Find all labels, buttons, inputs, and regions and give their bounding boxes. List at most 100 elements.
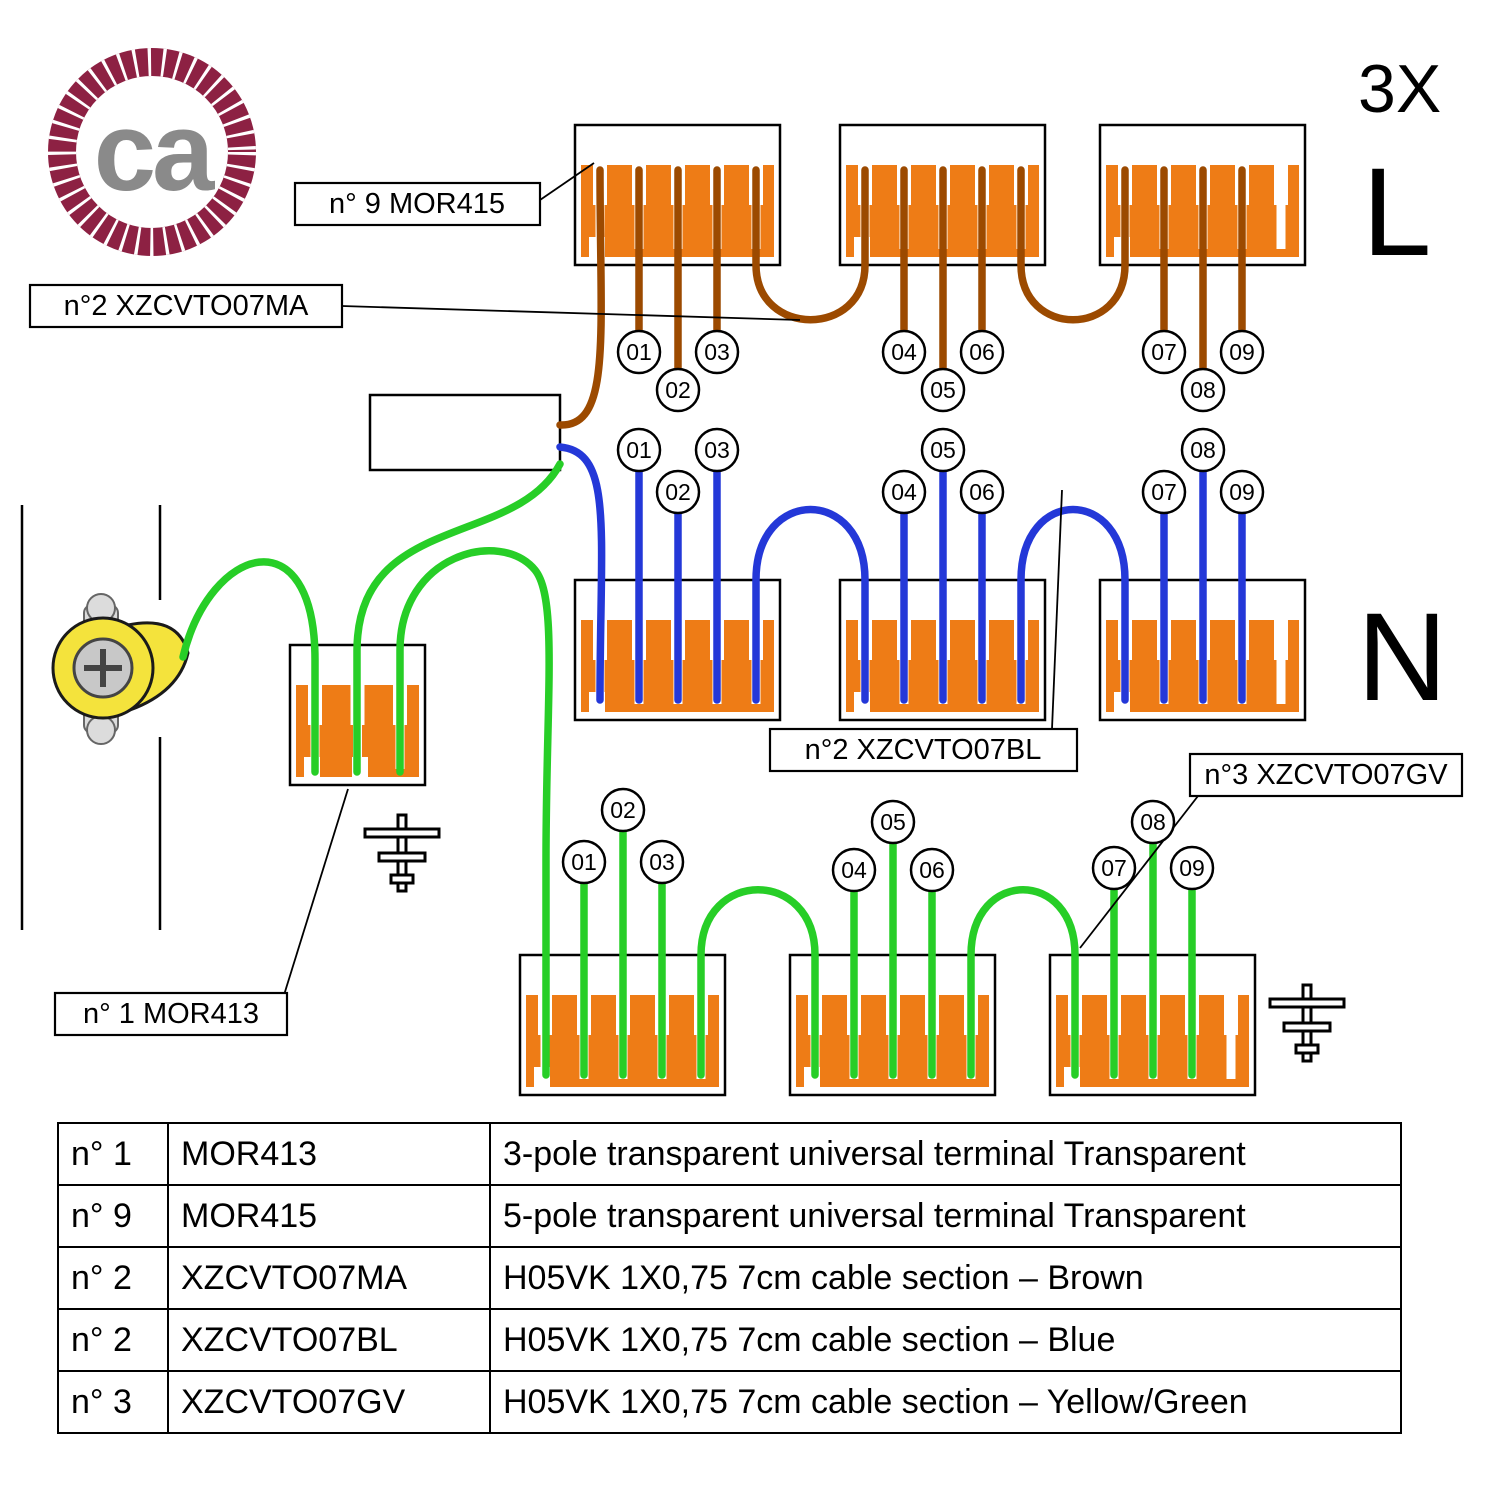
wire-number-text: 04: [891, 339, 917, 365]
wire-number-badge-N-3: 03: [694, 427, 740, 473]
label-mor413: n° 1 MOR413: [53, 991, 289, 1037]
table-cell-desc: H05VK 1X0,75 7cm cable section – Yellow/…: [489, 1370, 1402, 1434]
earth-symbol-icon: [1268, 983, 1346, 1063]
label-xzcvto07bl: n°2 XZCVTO07BL: [768, 727, 1079, 773]
wire-number-badge-L-3: 03: [694, 329, 740, 375]
wire-number-badge-E-9: 09: [1169, 845, 1215, 891]
earth-eyelet-terminal: [51, 593, 190, 745]
wire: [396, 547, 553, 1079]
wire-number-badge-E-3: 03: [639, 839, 685, 885]
wire-number-text: 02: [665, 377, 691, 403]
wire-number-text: 05: [930, 437, 956, 463]
wire-number-badge-N-9: 09: [1219, 469, 1265, 515]
wire-number-text: 05: [930, 377, 956, 403]
wire-number-badge-E-5: 05: [870, 799, 916, 845]
wire-number-text: 01: [626, 339, 652, 365]
wire-number-text: 09: [1179, 855, 1205, 881]
table-cell-code: XZCVTO07GV: [167, 1370, 491, 1434]
earth-symbol-icon: [363, 813, 441, 893]
wire-number-badge-N-6: 06: [959, 469, 1005, 515]
wire-number-text: 01: [626, 437, 652, 463]
multiplier-label: 3X: [1358, 51, 1441, 127]
table-cell-desc: 3-pole transparent universal terminal Tr…: [489, 1122, 1402, 1186]
wire-number-text: 09: [1229, 479, 1255, 505]
wire-number-text: 06: [969, 339, 995, 365]
label-xzcvto07gv: n°3 XZCVTO07GV: [1188, 752, 1464, 798]
wire-number-badge-L-4: 04: [881, 329, 927, 375]
label-xzcvto07ma: n°2 XZCVTO07MA: [28, 283, 344, 329]
wire-number-badge-N-7: 07: [1141, 469, 1187, 515]
circuit-annotations: 3X L N: [1357, 51, 1447, 727]
wire-number-text: 08: [1190, 377, 1216, 403]
wire-number-badge-L-7: 07: [1141, 329, 1187, 375]
wire-number-badge-E-4: 04: [831, 847, 877, 893]
label-mor415-text: n° 9 MOR415: [329, 188, 505, 220]
wire-number-badge-L-2: 02: [655, 367, 701, 413]
wire-number-text: 02: [665, 479, 691, 505]
label-xzcvto07bl-text: n°2 XZCVTO07BL: [805, 734, 1042, 766]
wire-number-badge-L-1: 01: [616, 329, 662, 375]
label-mor413-text: n° 1 MOR413: [83, 998, 259, 1030]
wire-number-text: 03: [704, 339, 730, 365]
wire: [353, 460, 564, 776]
wire: [556, 166, 605, 429]
wire-number-badge-E-7: 07: [1091, 845, 1137, 891]
wire: [967, 886, 1079, 1079]
wire-number-badge-E-8: 08: [1130, 799, 1176, 845]
table-cell-desc: 5-pole transparent universal terminal Tr…: [489, 1184, 1402, 1248]
table-cell-qty: n° 3: [57, 1370, 169, 1434]
wire-number-badge-N-4: 04: [881, 469, 927, 515]
screw-cross-icon: [84, 649, 122, 687]
logo-text: ca: [94, 89, 215, 214]
table-cell-qty: n° 9: [57, 1184, 169, 1248]
live-line-label: L: [1362, 143, 1432, 282]
wire-number-badge-L-6: 06: [959, 329, 1005, 375]
brand-logo: ca: [48, 48, 256, 256]
table-cell-qty: n° 1: [57, 1122, 169, 1186]
wire: [556, 443, 606, 704]
neutral-line-label: N: [1357, 588, 1447, 727]
wire-number-text: 08: [1140, 809, 1166, 835]
wire: [179, 558, 319, 776]
wire-number-text: 07: [1151, 339, 1177, 365]
label-xzcvto07ma-text: n°2 XZCVTO07MA: [64, 290, 309, 322]
wire-number-text: 05: [880, 809, 906, 835]
wire-number-badge-N-8: 08: [1180, 427, 1226, 473]
wire-number-text: 09: [1229, 339, 1255, 365]
feed-entry-box: [368, 393, 562, 472]
wire-number-badge-L-5: 05: [920, 367, 966, 413]
table-cell-code: MOR415: [167, 1184, 491, 1248]
wire-number-text: 07: [1101, 855, 1127, 881]
table-cell-code: XZCVTO07BL: [167, 1308, 491, 1372]
wire-number-text: 06: [919, 857, 945, 883]
wire: [1017, 505, 1129, 704]
label-mor415: n° 9 MOR415: [293, 181, 542, 227]
wire-number-text: 01: [571, 849, 597, 875]
wire-number-text: 03: [649, 849, 675, 875]
wire-number-badge-N-1: 01: [616, 427, 662, 473]
wire: [752, 505, 869, 704]
wire-number-text: 07: [1151, 479, 1177, 505]
wire-number-text: 04: [891, 479, 917, 505]
table-cell-qty: n° 2: [57, 1308, 169, 1372]
wire-number-badge-E-2: 02: [600, 787, 646, 833]
wire-number-text: 03: [704, 437, 730, 463]
wire-number-badge-N-2: 02: [655, 469, 701, 515]
wire-number-badge-N-5: 05: [920, 427, 966, 473]
wire: [697, 886, 819, 1079]
table-cell-desc: H05VK 1X0,75 7cm cable section – Blue: [489, 1308, 1402, 1372]
bracket-tab-bottom: [86, 715, 116, 745]
wire-number-badge-L-8: 08: [1180, 367, 1226, 413]
label-xzcvto07gv-text: n°3 XZCVTO07GV: [1204, 759, 1448, 791]
wall-edge: [20, 505, 162, 930]
table-cell-qty: n° 2: [57, 1246, 169, 1310]
wire-number-text: 04: [841, 857, 867, 883]
table-cell-code: MOR413: [167, 1122, 491, 1186]
table-cell-code: XZCVTO07MA: [167, 1246, 491, 1310]
